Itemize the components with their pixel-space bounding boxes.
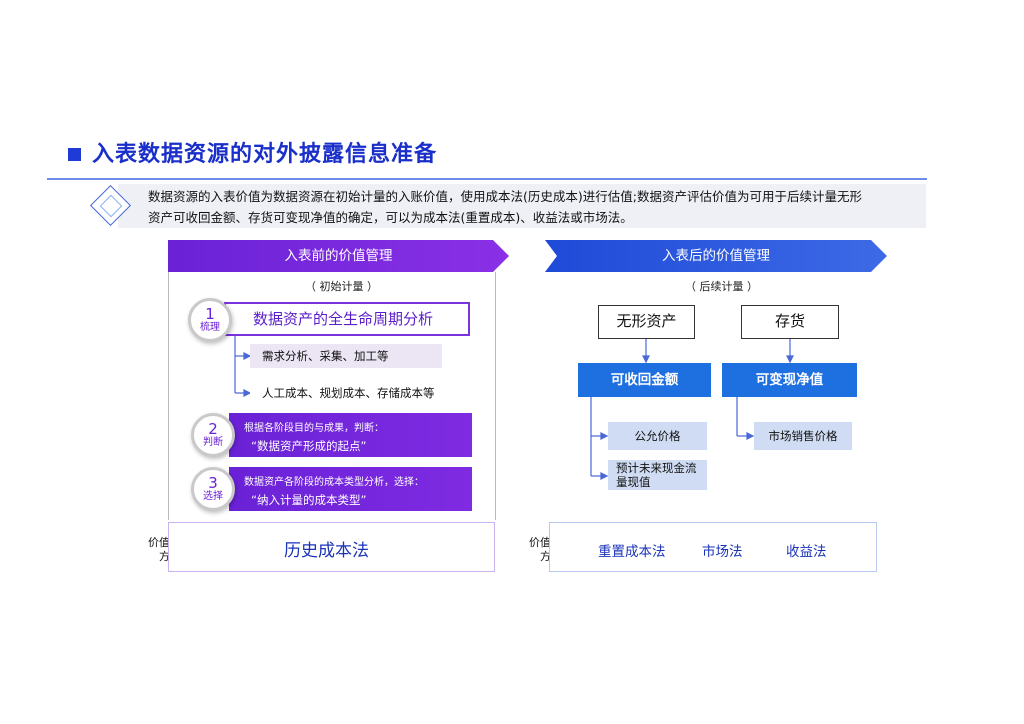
arrow-head xyxy=(786,355,794,364)
intro-text: 数据资源的入表价值为数据资源在初始计量的入账价值，使用成本法(历史成本)进行估值… xyxy=(148,186,928,228)
title-bullet xyxy=(68,148,81,161)
step3-line-2: “纳入计量的成本类型” xyxy=(251,493,367,507)
step3-circle: 3 选择 xyxy=(191,467,235,511)
title-divider xyxy=(47,178,927,180)
step1-box: 数据资产的全生命周期分析 xyxy=(224,302,470,336)
measure-net-realizable: 可变现净值 xyxy=(722,363,857,397)
step2-circle: 2 判断 xyxy=(191,413,235,457)
arrow-head xyxy=(746,432,755,440)
basis-future-cashflow-line-1: 预计未来现金流 xyxy=(616,461,697,475)
intro-panel xyxy=(118,184,926,228)
right-method-box xyxy=(549,522,877,572)
step3-number: 3 xyxy=(208,474,218,492)
step1-item-2: 人工成本、规划成本、存储成本等 xyxy=(250,381,462,405)
banner-before: 入表前的价值管理 xyxy=(168,240,509,272)
step3-box: 数据资产各阶段的成本类型分析，选择： “纳入计量的成本类型” xyxy=(229,467,472,511)
step2-line-2: “数据资产形成的起点” xyxy=(251,439,367,453)
method-market: 市场法 xyxy=(702,544,743,560)
step3-line-1: 数据资产各阶段的成本类型分析，选择： xyxy=(244,477,424,488)
method-replacement-cost: 重置成本法 xyxy=(598,544,666,560)
category-inventory: 存货 xyxy=(741,305,839,339)
method-income: 收益法 xyxy=(786,544,827,560)
arrow-head xyxy=(600,472,609,480)
left-frame xyxy=(168,272,496,520)
arrow-head xyxy=(600,432,609,440)
left-subtitle: （ 初始计量 ） xyxy=(305,280,378,293)
banner-after: 入表后的价值管理 xyxy=(545,240,887,272)
basis-future-cashflow-line-2: 量现值 xyxy=(616,475,651,489)
left-method-box xyxy=(168,522,495,572)
left-method-value: 历史成本法 xyxy=(284,541,369,561)
arrow-head xyxy=(243,352,252,360)
intro-line-2: 资产可收回金额、存货可变现净值的确定，可以为成本法(重置成本)、收益法或市场法。 xyxy=(148,210,633,225)
basis-fair-price: 公允价格 xyxy=(608,422,707,450)
arrow-head xyxy=(243,389,252,397)
step1-label: 梳理 xyxy=(200,322,220,333)
measure-recoverable: 可收回金额 xyxy=(578,363,711,397)
right-subtitle: （ 后续计量 ） xyxy=(685,280,758,293)
basis-market-price: 市场销售价格 xyxy=(754,422,852,450)
step3-label: 选择 xyxy=(203,491,223,502)
step2-line-1: 根据各阶段目的与成果，判断： xyxy=(244,423,384,434)
step2-label: 判断 xyxy=(203,437,223,448)
step2-number: 2 xyxy=(208,420,218,438)
basis-future-cashflow: 预计未来现金流 量现值 xyxy=(608,460,707,490)
category-intangible: 无形资产 xyxy=(598,305,695,339)
intro-line-1: 数据资源的入表价值为数据资源在初始计量的入账价值，使用成本法(历史成本)进行估值… xyxy=(148,189,862,204)
step1-item-1: 需求分析、采集、加工等 xyxy=(250,344,442,368)
step2-box: 根据各阶段目的与成果，判断： “数据资产形成的起点” xyxy=(229,413,472,457)
step1-circle: 1 梳理 xyxy=(188,298,232,342)
step1-number: 1 xyxy=(205,305,215,323)
arrow-head xyxy=(642,355,650,364)
page-title: 入表数据资源的对外披露信息准备 xyxy=(92,142,438,167)
